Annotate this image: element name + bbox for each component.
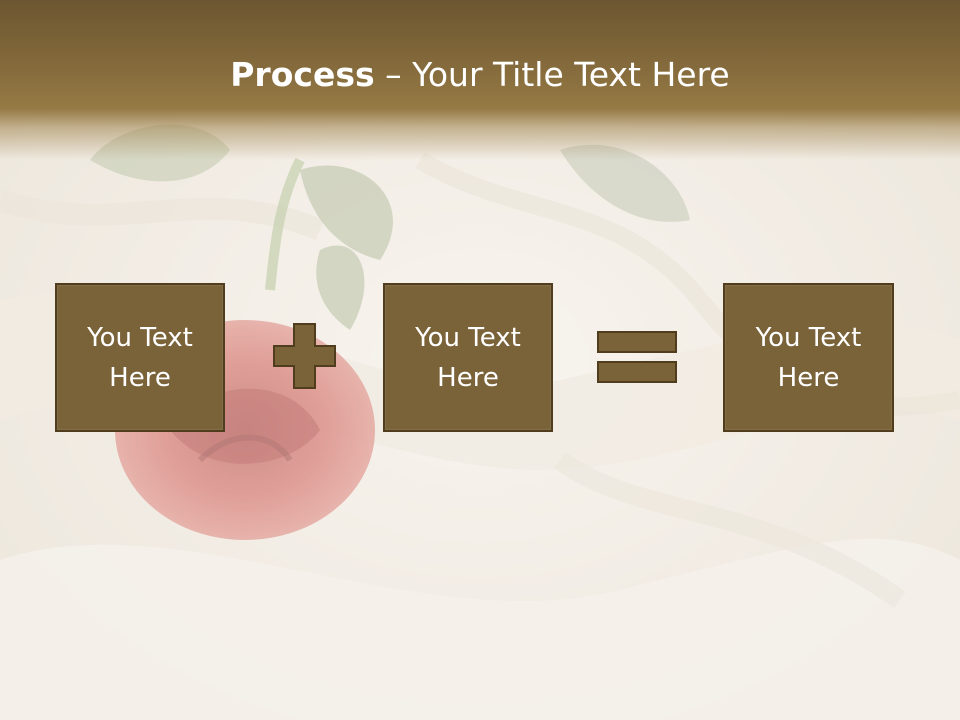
slide-title: Process – Your Title Text Here — [0, 52, 960, 98]
title-rest: – Your Title Text Here — [374, 55, 730, 94]
process-result[interactable]: You Text Here — [723, 283, 894, 432]
title-band — [0, 0, 960, 160]
equals-icon — [597, 331, 677, 383]
step-1-label: You Text Here — [87, 322, 193, 393]
plus-icon — [273, 323, 336, 389]
process-step-2[interactable]: You Text Here — [383, 283, 553, 432]
result-label: You Text Here — [755, 322, 862, 393]
process-step-1[interactable]: You Text Here — [55, 283, 225, 432]
title-strong: Process — [230, 55, 375, 94]
step-2-label: You Text Here — [415, 322, 521, 393]
